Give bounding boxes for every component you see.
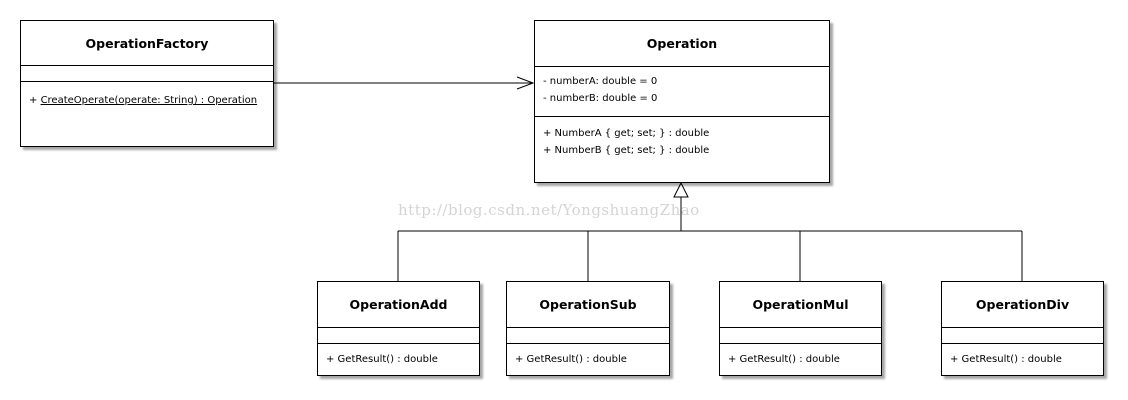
- class-name: OperationAdd: [318, 282, 479, 328]
- class-operation-mul[interactable]: OperationMul + GetResult() : double: [719, 281, 882, 376]
- attribute-numberA: - numberA: double = 0: [543, 76, 658, 87]
- class-name: OperationMul: [720, 282, 881, 328]
- operations-compartment: + GetResult() : double: [318, 344, 479, 368]
- operation-get-result: + GetResult() : double: [950, 354, 1062, 365]
- attributes-compartment: [318, 328, 479, 344]
- operation-get-result: + GetResult() : double: [326, 354, 438, 365]
- class-name: OperationFactory: [21, 21, 273, 66]
- operations-compartment: + GetResult() : double: [507, 344, 669, 368]
- attributes-compartment: [507, 328, 669, 344]
- property-NumberB: + NumberB { get; set; } : double: [543, 145, 710, 156]
- class-operation-factory[interactable]: OperationFactory + CreateOperate(operate…: [20, 20, 274, 147]
- operation-get-result: + GetResult() : double: [515, 354, 627, 365]
- operations-compartment: + NumberA { get; set; } : double + Numbe…: [535, 117, 829, 159]
- attributes-compartment: [942, 328, 1103, 344]
- attribute-numberB: - numberB: double = 0: [543, 93, 658, 104]
- class-operation-add[interactable]: OperationAdd + GetResult() : double: [317, 281, 480, 376]
- property-NumberA: + NumberA { get; set; } : double: [543, 128, 710, 139]
- operations-compartment: + CreateOperate(operate: String) : Opera…: [21, 82, 273, 109]
- class-name: OperationSub: [507, 282, 669, 328]
- class-operation-sub[interactable]: OperationSub + GetResult() : double: [506, 281, 670, 376]
- operation-create-operate: + CreateOperate(operate: String) : Opera…: [29, 95, 258, 106]
- attributes-compartment: - numberA: double = 0 - numberB: double …: [535, 67, 829, 117]
- class-operation[interactable]: Operation - numberA: double = 0 - number…: [534, 20, 830, 183]
- operations-compartment: + GetResult() : double: [942, 344, 1103, 368]
- operations-compartment: + GetResult() : double: [720, 344, 881, 368]
- association-arrowhead: [516, 76, 535, 90]
- class-name: OperationDiv: [942, 282, 1103, 328]
- class-name: Operation: [535, 21, 829, 67]
- class-operation-div[interactable]: OperationDiv + GetResult() : double: [941, 281, 1104, 376]
- operation-get-result: + GetResult() : double: [728, 354, 840, 365]
- watermark-text: http://blog.csdn.net/YongshuangZhao: [398, 201, 700, 219]
- attributes-compartment: [21, 66, 273, 82]
- attributes-compartment: [720, 328, 881, 344]
- operation-create-operate-signature: CreateOperate(operate: String) : Operati…: [40, 95, 258, 106]
- generalization-triangle: [673, 181, 689, 198]
